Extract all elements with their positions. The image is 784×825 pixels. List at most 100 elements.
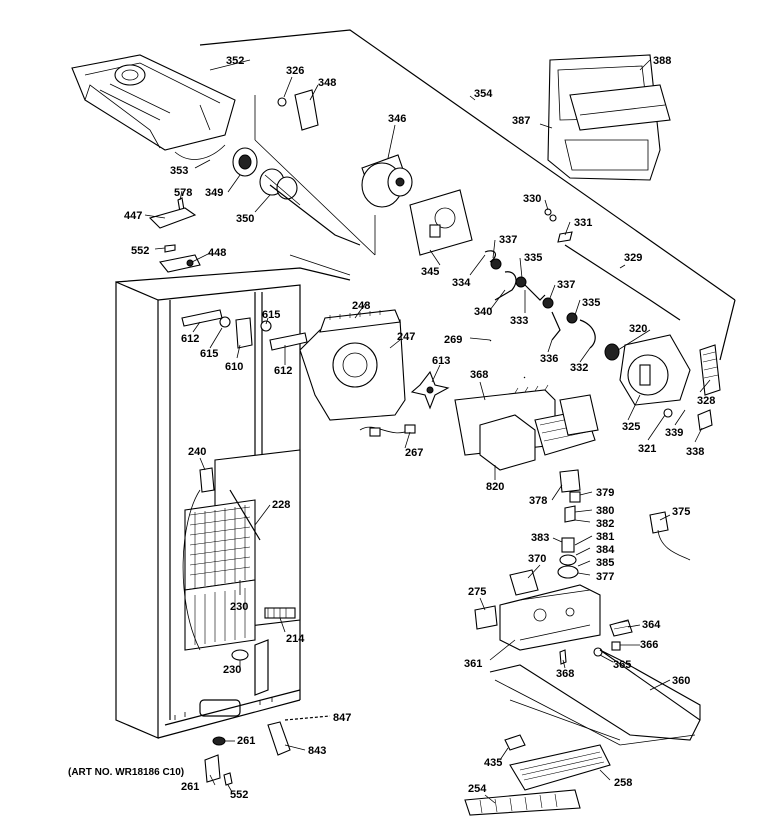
label-230-b: 230	[223, 664, 241, 676]
label-353: 353	[170, 165, 188, 177]
label-247: 247	[397, 331, 415, 343]
screw-365	[593, 647, 603, 657]
label-337-a: 337	[499, 234, 517, 246]
label-348: 348	[318, 77, 336, 89]
label-228: 228	[272, 499, 290, 511]
leader-lines	[144, 59, 711, 804]
label-820: 820	[486, 481, 504, 493]
cap-261	[212, 736, 226, 746]
label-337-b: 337	[557, 279, 575, 291]
grille-254	[464, 789, 581, 816]
label-612-a: 612	[181, 333, 199, 345]
drip-tray-258	[509, 744, 611, 791]
label-384: 384	[596, 544, 615, 556]
label-448: 448	[208, 247, 226, 259]
label-354: 354	[474, 88, 493, 100]
callout-labels: 352 326 348 346 354 388 387 353 349 578 …	[68, 55, 715, 801]
bracket-348	[294, 89, 319, 131]
label-230-a: 230	[230, 601, 248, 613]
fan-bracket-247	[299, 309, 406, 421]
wall-clips	[181, 309, 308, 351]
label-615-a: 615	[262, 309, 280, 321]
hinge-261	[204, 754, 221, 783]
label-447: 447	[124, 210, 142, 222]
label-346: 346	[388, 113, 406, 125]
bracket-448-hole	[186, 259, 194, 267]
label-375: 375	[672, 506, 690, 518]
label-338: 338	[686, 446, 704, 458]
label-329: 329	[624, 252, 642, 264]
label-364: 364	[642, 619, 661, 631]
bracket-448	[159, 254, 201, 273]
part-366	[611, 641, 621, 651]
label-254: 254	[468, 783, 487, 795]
label-345: 345	[421, 266, 439, 278]
label-261-a: 261	[237, 735, 255, 747]
auger-motor-346	[361, 154, 413, 208]
hinge-843	[267, 721, 291, 756]
label-843: 843	[308, 745, 326, 757]
label-615-b: 615	[200, 348, 218, 360]
auger-349	[232, 147, 258, 177]
switch-364	[609, 619, 633, 637]
label-349: 349	[205, 187, 223, 199]
wire-harness-267	[359, 424, 416, 437]
bracket-447	[148, 207, 197, 229]
label-325: 325	[622, 421, 640, 433]
label-368: 368	[470, 369, 488, 381]
wire-353	[174, 144, 226, 160]
linkage-parts	[484, 208, 681, 349]
icemaker-cover-820	[479, 414, 536, 471]
label-258: 258	[614, 777, 632, 789]
label-383: 383	[531, 532, 549, 544]
cabinet-outline-lines	[199, 29, 736, 361]
label-335-b: 335	[582, 297, 600, 309]
label-435: 435	[484, 757, 502, 769]
label-328: 328	[697, 395, 715, 407]
dispenser-housing-361	[474, 569, 601, 651]
mounting-plate-345	[409, 189, 473, 256]
sensor-240	[199, 467, 215, 493]
label-552-top: 552	[131, 245, 149, 257]
evaporator-228	[182, 449, 301, 661]
label-332: 332	[570, 362, 588, 374]
fan-blade-613	[410, 370, 450, 410]
screw-368	[559, 649, 567, 665]
label-214: 214	[286, 633, 305, 645]
dispenser-small-parts	[557, 469, 691, 579]
label-335-a: 335	[524, 252, 542, 264]
clip-435	[504, 734, 526, 751]
ice-bucket-352	[71, 54, 236, 151]
label-240: 240	[188, 446, 206, 458]
label-361: 361	[464, 658, 482, 670]
label-333: 333	[510, 315, 528, 327]
label-610: 610	[225, 361, 243, 373]
label-336: 336	[540, 353, 558, 365]
bracket-360	[489, 649, 701, 746]
screw-326	[277, 97, 287, 107]
label-368-b: 368	[556, 668, 574, 680]
label-365: 365	[613, 659, 631, 671]
label-330: 330	[523, 193, 541, 205]
label-275: 275	[468, 586, 486, 598]
label-321: 321	[638, 443, 656, 455]
label-360: 360	[672, 675, 690, 687]
label-612-b: 612	[274, 365, 292, 377]
dispenser-chute-388	[569, 84, 671, 131]
label-578: 578	[174, 187, 192, 199]
auger-350	[259, 168, 361, 246]
art-number-caption: (ART NO. WR18186 C10)	[68, 767, 184, 778]
label-387: 387	[512, 115, 530, 127]
label-350: 350	[236, 213, 254, 225]
strip-847	[284, 715, 331, 721]
label-339: 339	[665, 427, 683, 439]
freezer-cabinet	[115, 267, 351, 739]
label-552-bottom: 552	[230, 789, 248, 801]
label-370: 370	[528, 553, 546, 565]
label-380: 380	[596, 505, 614, 517]
label-331: 331	[574, 217, 592, 229]
label-382: 382	[596, 518, 614, 530]
label-388: 388	[653, 55, 671, 67]
label-381: 381	[596, 531, 614, 543]
